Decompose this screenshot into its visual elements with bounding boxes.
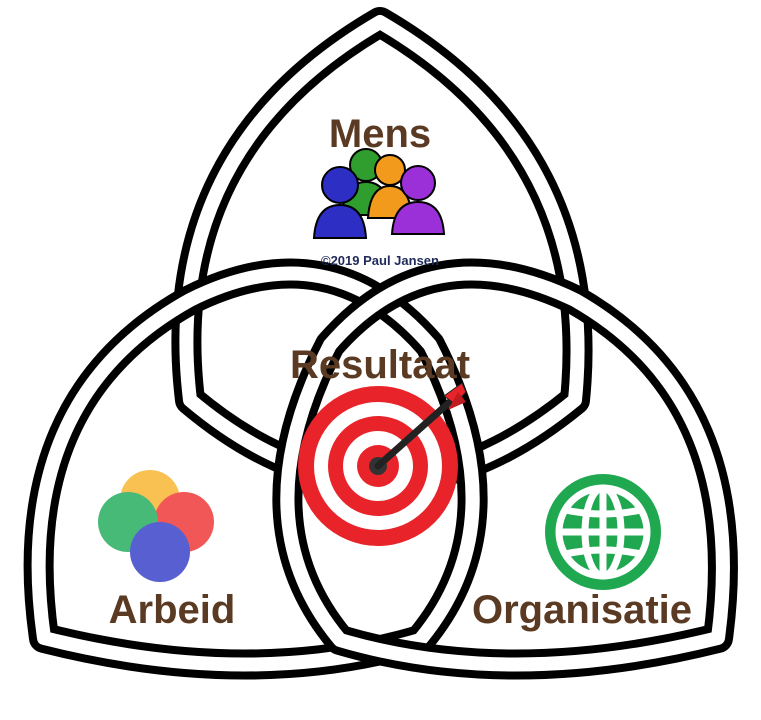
lens-left <box>23 258 488 680</box>
label-arbeid: Arbeid <box>109 588 236 632</box>
person-blue <box>312 166 368 239</box>
copyright-text: ©2019 Paul Jansen <box>321 253 439 268</box>
label-organisatie: Organisatie <box>472 588 692 632</box>
target-arrow-icon <box>298 382 467 546</box>
color-circles-icon <box>98 470 214 582</box>
person-purple <box>390 165 446 235</box>
lens-right <box>272 258 738 680</box>
label-mens: Mens <box>329 112 431 156</box>
people-group-icon <box>312 148 446 239</box>
label-resultaat: Resultaat <box>290 343 470 387</box>
globe-icon <box>545 474 661 590</box>
